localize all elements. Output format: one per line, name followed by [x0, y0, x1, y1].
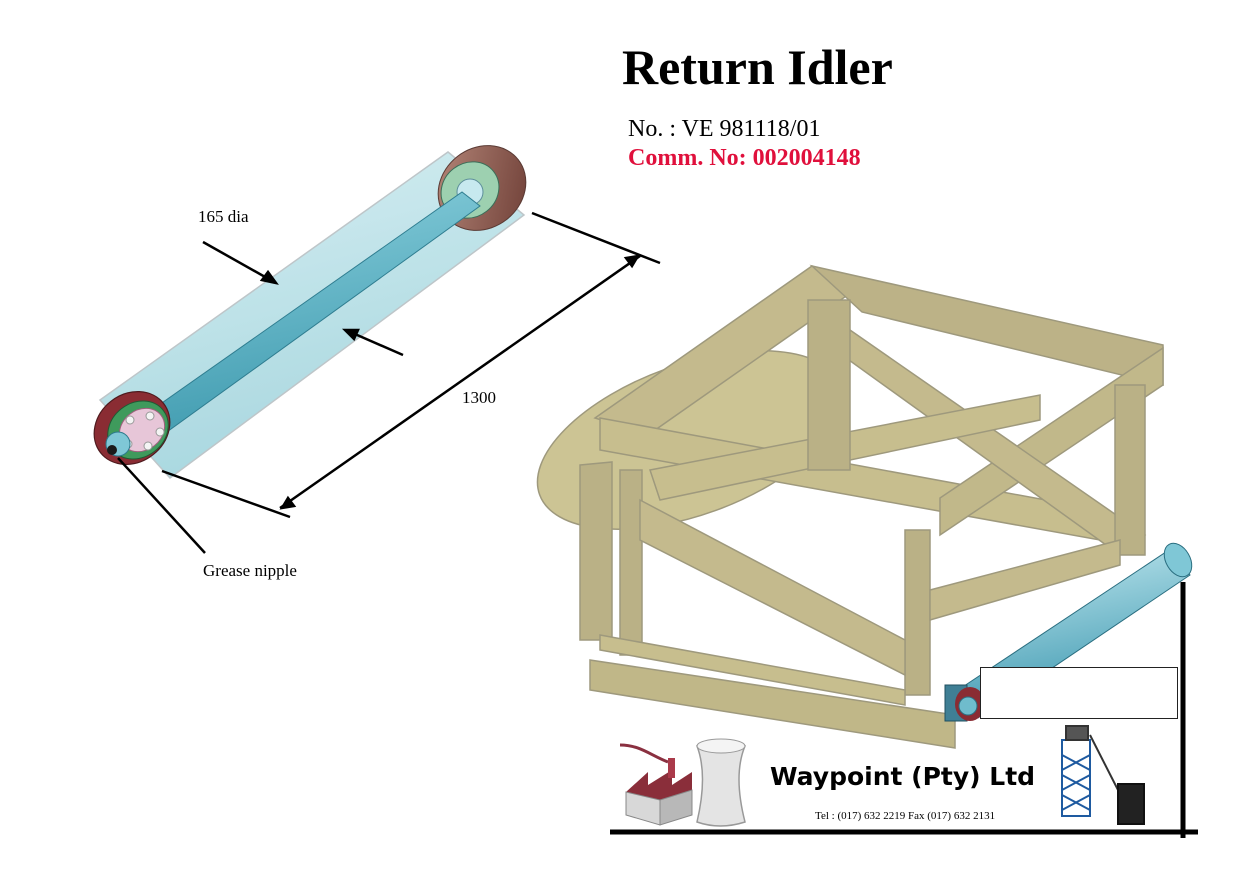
company-contact: Tel : (017) 632 2219 Fax (017) 632 2131	[815, 810, 996, 822]
frame-assembly-illustration	[536, 264, 1164, 749]
cooling-tower-icon	[696, 738, 747, 827]
frame-column-front-left	[579, 461, 613, 641]
length-dimension-line	[279, 254, 641, 510]
grease-nipple-label: Grease nipple	[203, 561, 297, 580]
diameter-leader	[202, 240, 275, 284]
length-extension-top	[531, 211, 661, 265]
length-label: 1300	[462, 388, 496, 407]
frame-column-front-mid	[619, 469, 643, 656]
frame-column-far-right	[1114, 384, 1146, 556]
page-title: Return Idler	[622, 39, 893, 95]
headframe-icon	[1061, 725, 1145, 825]
frame-top-beam-side	[939, 346, 1164, 537]
document-number: No. : VE 981118/01	[628, 116, 821, 142]
comm-number: Comm. No: 002004148	[628, 145, 861, 171]
idler-roller-illustration	[93, 145, 527, 480]
frame-column-right	[904, 529, 931, 696]
dimension-lines	[117, 211, 661, 554]
title-block-border	[610, 582, 1198, 838]
factory-icon	[619, 743, 693, 826]
grease-nipple-point	[107, 445, 117, 455]
frame-column-back	[807, 299, 851, 471]
diameter-label: 165 dia	[198, 207, 249, 226]
frame-lower-diagonal-2	[929, 539, 1121, 621]
company-name: Waypoint (Pty) Ltd	[770, 762, 1036, 791]
length-extension-bottom	[161, 469, 291, 519]
frame-base-beam-side	[599, 634, 906, 706]
grease-nipple-leader	[117, 457, 206, 554]
frame-lower-diagonal-1	[639, 498, 906, 677]
shaft-leader	[347, 329, 404, 357]
frame-base-beam	[589, 659, 956, 749]
blank-label-box	[980, 667, 1178, 719]
